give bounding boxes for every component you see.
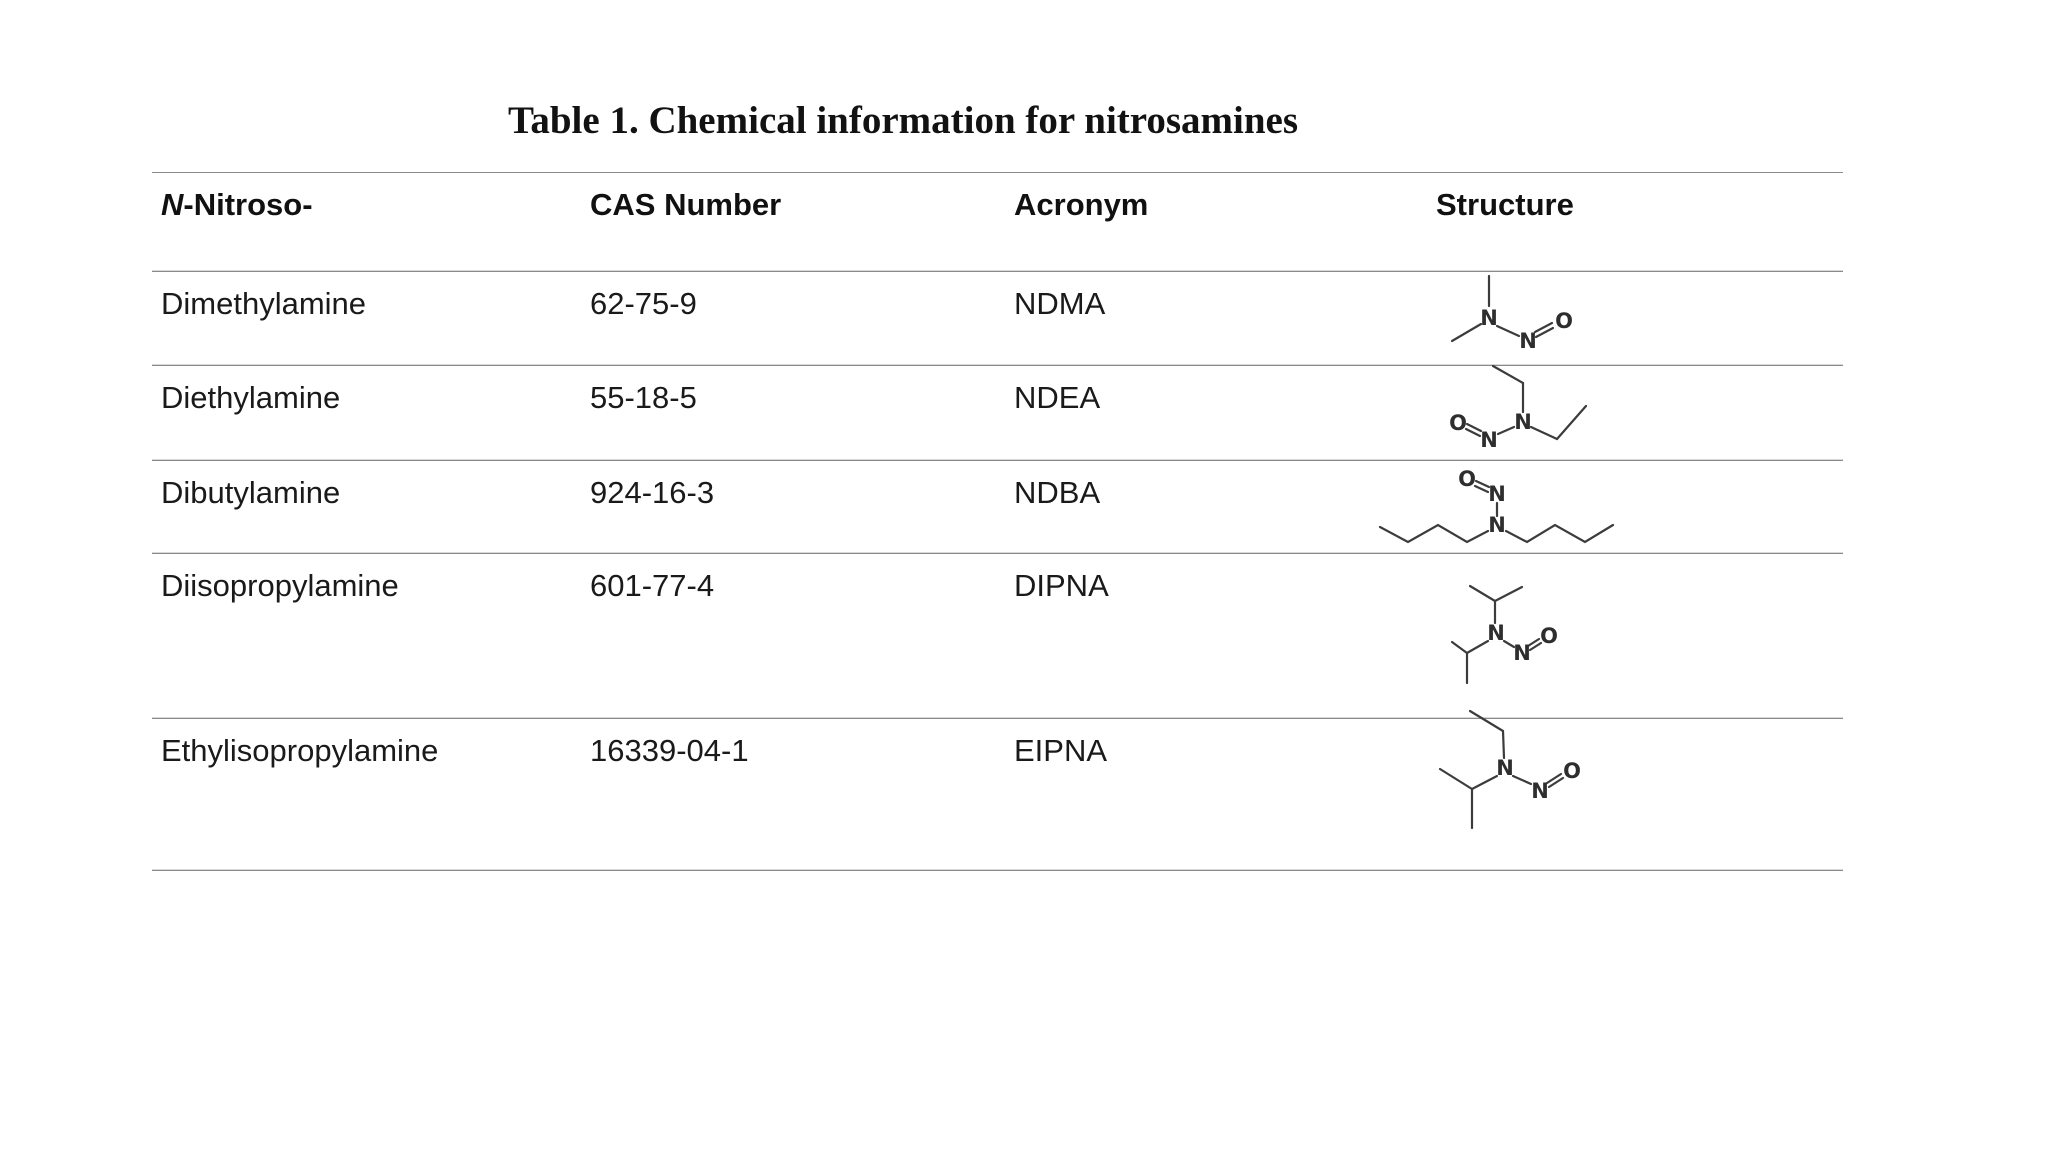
n-atom-label: N — [1514, 410, 1532, 434]
o-atom-label: O — [1449, 411, 1467, 435]
n-atom-label: N — [1480, 428, 1498, 452]
n-atom-label: N — [1488, 482, 1506, 506]
cas-number: 55-18-5 — [590, 380, 697, 415]
cas-number: 924-16-3 — [590, 475, 715, 510]
n-atom-label: N — [1496, 756, 1514, 780]
structure-cell-ndea: O N N — [1427, 364, 1843, 460]
amine-name: Diethylamine — [161, 380, 341, 415]
column-header-nitroso: N-Nitroso- — [152, 173, 581, 271]
acronym: EIPNA — [1014, 733, 1108, 768]
chemical-info-table: N-Nitroso- CAS Number Acronym Structure … — [152, 172, 1843, 871]
o-atom-label: O — [1563, 759, 1581, 783]
ndea-structure-icon: O N N — [1449, 364, 1588, 452]
table-row-ndea: Diethylamine 55-18-5 NDEA O N N — [152, 364, 1843, 460]
structure-cell-ndba: O N N — [1378, 461, 1843, 553]
o-atom-label: O — [1555, 309, 1573, 333]
structure-cell-eipna: N N O — [1427, 709, 1843, 870]
eipna-structure-icon: N N O — [1438, 709, 1581, 830]
n-atom-label: N — [1519, 329, 1537, 353]
acronym: DIPNA — [1014, 568, 1109, 603]
acronym: NDEA — [1014, 380, 1101, 415]
table-row-dipna: Diisopropylamine 601-77-4 DIPNA N N O — [152, 553, 1843, 718]
amine-name: Dimethylamine — [161, 286, 367, 321]
table-bottom-rule — [152, 870, 1843, 871]
n-atom-label: N — [1531, 779, 1549, 803]
structure-cell-ndma: N N O — [1427, 272, 1843, 365]
table-row-ndba: Dibutylamine 924-16-3 NDBA O N N — [152, 460, 1843, 553]
table-row-ndma: Dimethylamine 62-75-9 NDMA N N O — [152, 271, 1843, 365]
column-header-cas: CAS Number — [590, 187, 782, 222]
cas-number: 16339-04-1 — [590, 733, 749, 768]
acronym: NDBA — [1014, 475, 1101, 510]
n-atom-label: N — [1480, 306, 1498, 330]
amine-name: Diisopropylamine — [161, 568, 399, 603]
cas-number: 601-77-4 — [590, 568, 715, 603]
dipna-structure-icon: N N O — [1450, 584, 1558, 685]
acronym: NDMA — [1014, 286, 1106, 321]
column-header-structure: Structure — [1436, 187, 1574, 222]
column-header-nitroso-italic-n: N — [161, 187, 184, 222]
amine-name: Ethylisopropylamine — [161, 733, 439, 768]
cas-number: 62-75-9 — [590, 286, 697, 321]
ndba-structure-icon: O N N — [1378, 467, 1615, 544]
n-atom-label: N — [1513, 641, 1531, 665]
o-atom-label: O — [1458, 467, 1476, 491]
n-atom-label: N — [1487, 621, 1505, 645]
structure-cell-dipna: N N O — [1427, 554, 1843, 718]
ndma-structure-icon: N N O — [1450, 274, 1573, 353]
amine-name: Dibutylamine — [161, 475, 341, 510]
n-atom-label: N — [1488, 513, 1506, 537]
table-title: Table 1. Chemical information for nitros… — [507, 99, 1299, 142]
table-row-eipna: Ethylisopropylamine 16339-04-1 EIPNA N N… — [152, 709, 1843, 870]
column-header-acronym: Acronym — [1014, 187, 1149, 222]
o-atom-label: O — [1540, 624, 1558, 648]
column-header-nitroso-rest: -Nitroso- — [183, 187, 313, 222]
table-header-row: N-Nitroso- CAS Number Acronym Structure — [152, 172, 1843, 271]
